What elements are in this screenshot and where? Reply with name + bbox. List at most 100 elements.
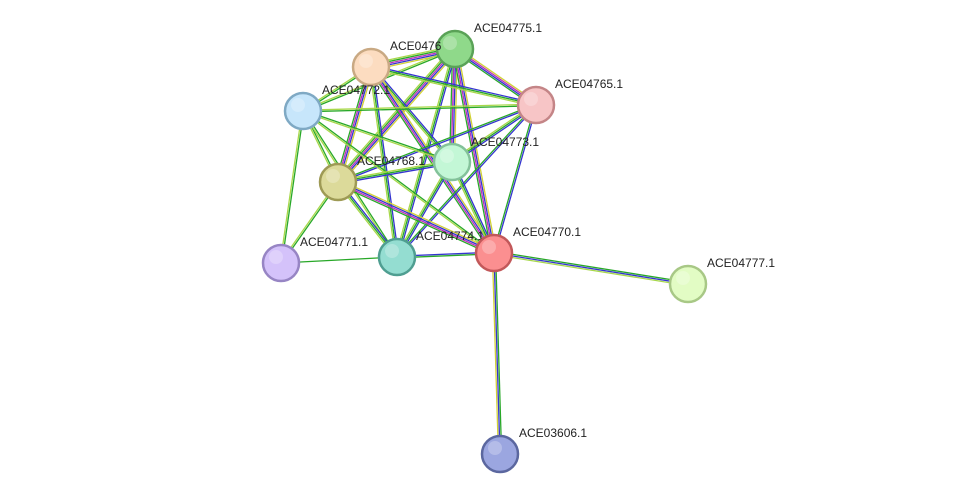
edge-ACE04775.1-ACE04768.1 [335,46,458,185]
edge-line [370,66,537,106]
edge-line [336,183,494,256]
node-highlight [385,244,399,258]
edge-line [281,111,305,264]
node-circle[interactable] [377,237,417,277]
edge-line [338,105,537,184]
edge-line [339,67,374,183]
edge-line [369,67,494,254]
edge-line [494,252,503,454]
edge-ACE04772.1-ACE04771.1 [279,110,305,264]
edge-line [337,103,536,182]
edge-ACE04773.1-ACE04768.1 [337,159,453,185]
edge-line [493,252,501,455]
edge-line [397,105,538,258]
edge-line [336,66,371,182]
node-highlight [359,54,373,68]
edge-line [368,67,397,258]
edge-line [491,253,500,455]
node-highlight [269,250,283,264]
node-circle[interactable] [432,142,472,182]
node-ace04774-1[interactable]: ACE04774.1 [377,229,484,277]
edge-line [371,64,537,105]
node-label: ACE04777.1 [707,256,775,270]
node-highlight [326,169,340,183]
edge-line [494,250,689,284]
edge-ACE04769.1-ACE04768.1 [335,66,374,183]
node-label: ACE03606.1 [519,426,587,440]
node-ace04777-1[interactable]: ACE04777.1 [668,256,775,304]
edge-line [455,48,496,253]
edge-line [302,103,536,111]
edge-line [337,182,494,255]
node-circle[interactable] [318,162,358,202]
edge-line [280,256,398,264]
node-circle[interactable] [668,264,708,304]
node-label: ACE04768.1 [357,154,425,168]
edge-line [456,48,497,253]
node-highlight [676,271,690,285]
edge-line [337,48,456,183]
node-label: ACE04770.1 [513,225,581,239]
node-circle[interactable] [351,47,391,87]
edge-line [370,66,398,258]
node-ace04773-1[interactable]: ACE04773.1 [432,135,539,182]
node-circle[interactable] [516,85,556,125]
edge-line [371,65,454,162]
node-ace04769-1[interactable]: ACE0476 [351,39,442,87]
edge-ACE04775.1-ACE04770.1 [452,48,497,254]
edge-line [303,109,453,162]
node-label: ACE04773.1 [471,135,539,149]
node-label: ACE04765.1 [555,77,623,91]
edge-line [493,253,688,287]
edge-line [371,66,400,257]
node-ace04768-1[interactable]: ACE04768.1 [318,154,425,202]
node-circle[interactable] [435,29,475,69]
edge-line [370,67,536,108]
node-circle[interactable] [261,243,301,283]
edge-line [302,111,494,255]
edge-line [302,111,452,164]
node-ace04765-1[interactable]: ACE04765.1 [516,77,623,125]
node-ace04771-1[interactable]: ACE04771.1 [261,235,368,283]
edge-line [492,104,536,253]
edge-line [368,67,493,255]
node-highlight [440,149,454,163]
edge-ACE04772.1-ACE04773.1 [302,109,453,164]
node-ace03606-1[interactable]: ACE03606.1 [480,426,587,474]
edge-ACE04765.1-ACE04768.1 [337,103,537,184]
node-circle[interactable] [283,91,323,131]
edge-ACE04769.1-ACE04765.1 [370,64,537,108]
edge-ACE04765.1-ACE04770.1 [492,104,538,254]
edge-line [303,105,537,113]
node-circle[interactable] [480,434,520,474]
node-highlight [488,441,502,455]
edge-line [335,46,454,181]
edge-line [493,252,689,285]
edge-line [335,66,370,182]
node-highlight [482,240,496,254]
node-ace04775-1[interactable]: ACE04775.1 [435,21,542,69]
edge-line [338,179,496,252]
node-highlight [291,98,305,112]
node-highlight [524,92,538,106]
edge-line [339,50,458,185]
edge-line [303,109,495,253]
node-label: ACE04771.1 [300,235,368,249]
node-circle[interactable] [474,233,514,273]
edge-ACE04768.1-ACE04770.1 [336,179,496,256]
edge-ACE04770.1-ACE04777.1 [493,250,689,287]
node-ace04772-1[interactable]: ACE04772.1 [283,83,390,131]
edge-line [336,47,455,182]
edge-line [395,104,536,257]
edge-line [337,161,453,183]
node-ace04770-1[interactable]: ACE04770.1 [474,225,581,273]
edge-ACE04769.1-ACE04774.1 [368,66,400,258]
edge-line [338,180,495,253]
node-label: ACE04774.1 [416,229,484,243]
edge-line [453,49,494,254]
edge-ACE04765.1-ACE04772.1 [302,103,537,113]
edge-line [452,49,493,254]
node-highlight [443,36,457,50]
